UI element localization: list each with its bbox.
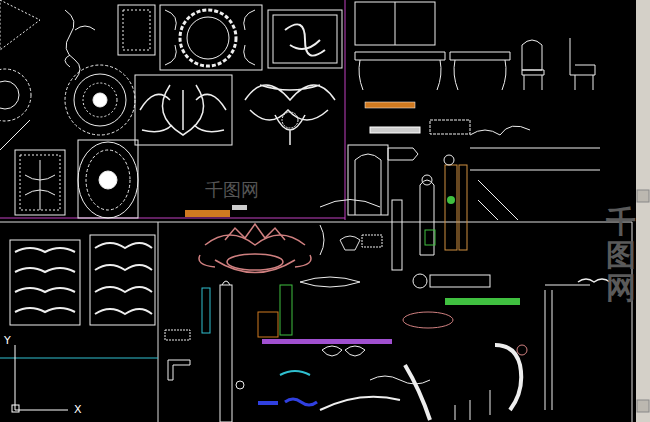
watermark: 千图网 bbox=[205, 178, 259, 202]
axis-label: Y bbox=[4, 334, 11, 347]
watermark: 千图网 bbox=[606, 205, 636, 304]
axis-label: X bbox=[74, 403, 82, 416]
